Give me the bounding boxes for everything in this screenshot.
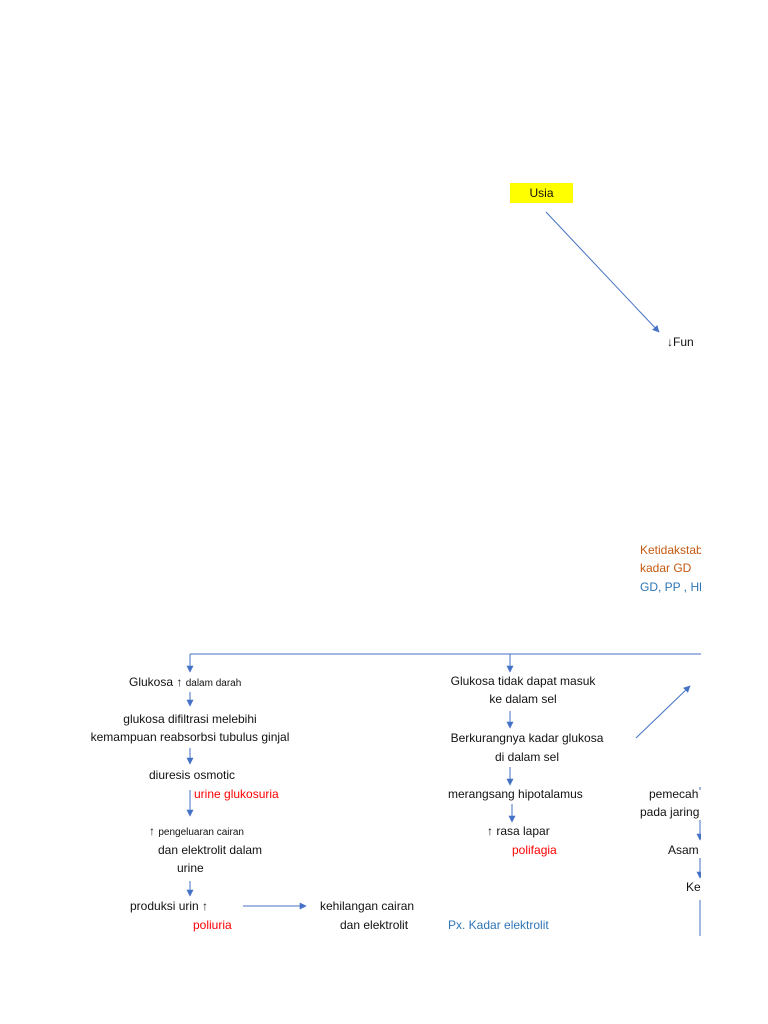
- ketidakstabilan-line3: GD, PP , Hb: [640, 580, 701, 594]
- connector-arrows: [186, 211, 701, 936]
- hipotalamus-node: merangsang hipotalamus: [448, 787, 583, 801]
- pengeluaran-line3: urine: [177, 861, 204, 875]
- ketidakstabilan-line1: Ketidakstab: [640, 543, 701, 557]
- arrow-col2-diagonal: [635, 685, 691, 739]
- berkurang-line1: Berkurangnya kadar glukosa: [450, 731, 604, 745]
- kehilangan-line1: kehilangan cairan: [320, 899, 415, 913]
- arrow-usia-fungsi: [545, 211, 660, 333]
- lapar-node: ↑ rasa lapar: [487, 824, 550, 838]
- ketidakstabilan-line2: kadar GD: [640, 561, 692, 575]
- poliuria-label: poliuria: [193, 918, 232, 932]
- filtrasi-line1: glukosa difiltrasi melebihi: [123, 712, 257, 726]
- pengeluaran-arrow: ↑: [149, 824, 155, 838]
- pengeluaran-small: pengeluaran cairan: [158, 827, 244, 838]
- pengeluaran-line1: ↑ pengeluaran cairan: [149, 822, 244, 842]
- diuresis-node: diuresis osmotic: [149, 768, 236, 782]
- filtrasi-line2: kemampuan reabsorbsi tubulus ginjal: [90, 730, 290, 744]
- tidak-masuk-line2: ke dalam sel: [489, 692, 557, 706]
- berkurang-line2: di dalam sel: [494, 750, 560, 764]
- glukosa-up-text: Glukosa ↑: [129, 675, 183, 689]
- polifagia-label: polifagia: [512, 843, 557, 857]
- usia-box: Usia: [510, 183, 573, 203]
- ke-node: Ke: [686, 880, 701, 894]
- pemecahan-line1: pemecah: [649, 787, 699, 801]
- pemecahan-line2: pada jaring: [640, 805, 700, 819]
- produksi-node: produksi urin ↑: [130, 899, 209, 913]
- kehilangan-line2: dan elektrolit: [340, 918, 409, 932]
- fungsi-label: ↓Fun: [667, 335, 694, 349]
- tidak-masuk-line1: Glukosa tidak dapat masuk: [450, 674, 596, 688]
- glukosa-up-node: Glukosa ↑ dalam darah: [129, 673, 241, 693]
- asam-node: Asam: [668, 843, 699, 857]
- px-elektrolit: Px. Kadar elektrolit: [448, 918, 549, 932]
- glukosa-up-small: dalam darah: [185, 678, 242, 689]
- glukosuria-label: urine glukosuria: [194, 787, 279, 801]
- pengeluaran-line2: dan elektrolit dalam: [158, 843, 263, 857]
- diagram-canvas: Usia ↓Fun Ketidakstab kadar GD GD, PP , …: [90, 183, 701, 936]
